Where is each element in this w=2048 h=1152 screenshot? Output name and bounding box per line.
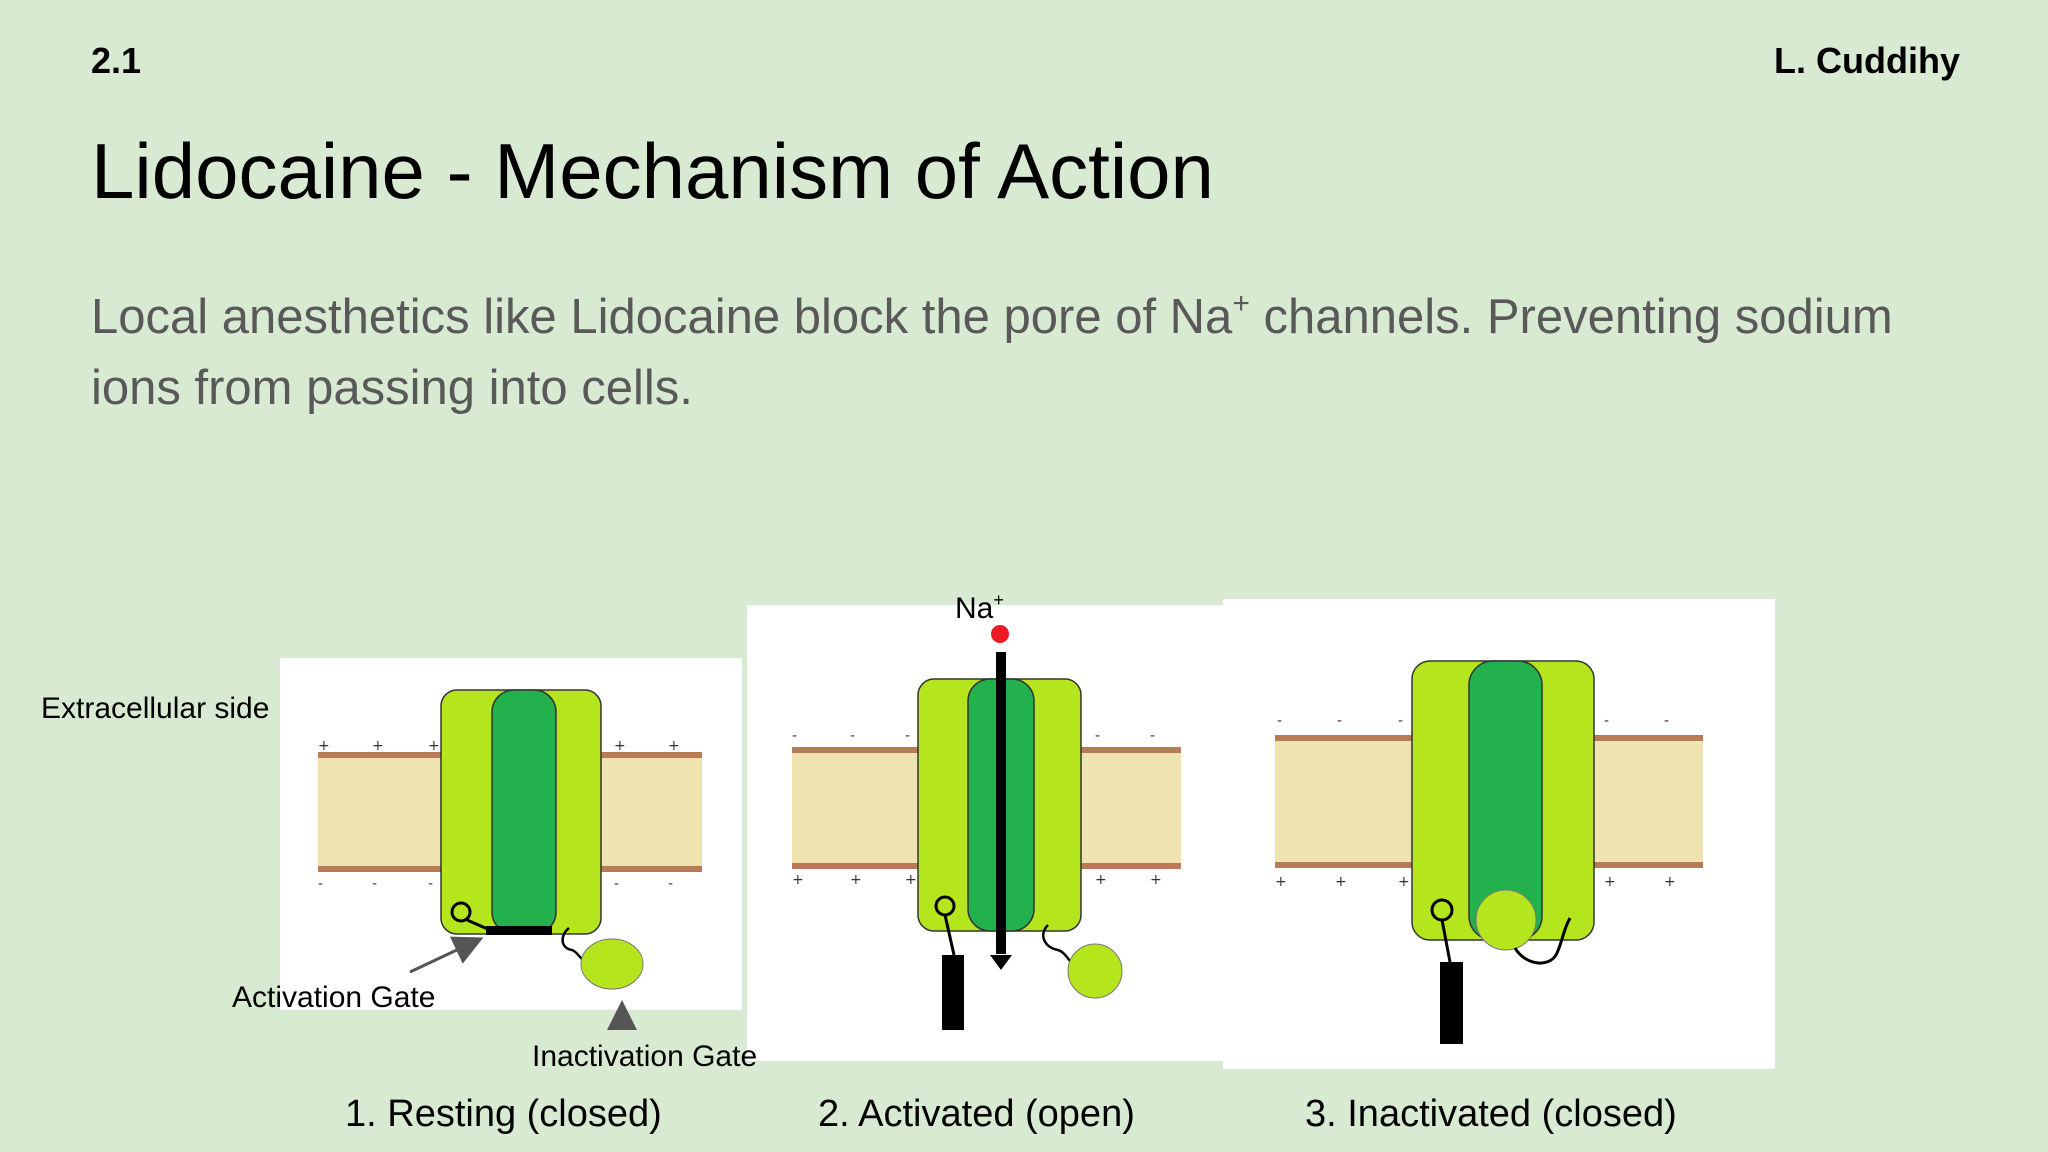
ion-symbol: Na bbox=[955, 592, 994, 625]
svg-text:-: - bbox=[1664, 713, 1669, 729]
extracellular-side-label: Extracellular side bbox=[41, 692, 270, 725]
svg-text:-: - bbox=[372, 876, 377, 892]
svg-text:+: + bbox=[668, 738, 680, 754]
inactivation-gate bbox=[1475, 889, 1572, 965]
body-paragraph: Local anesthetics like Lidocaine block t… bbox=[91, 282, 1951, 424]
svg-text:+: + bbox=[1664, 874, 1676, 890]
panel-activated: - - - - - + + + + + bbox=[747, 605, 1223, 1061]
svg-text:-: - bbox=[1150, 728, 1155, 744]
slide-number: 2.1 bbox=[91, 40, 142, 81]
membrane-charges: - - - - - + + + + + bbox=[1275, 713, 1676, 890]
svg-text:-: - bbox=[668, 876, 673, 892]
activation-gate-arrow bbox=[409, 936, 484, 974]
svg-text:+: + bbox=[614, 738, 626, 754]
svg-text:-: - bbox=[1095, 728, 1100, 744]
body-superscript: + bbox=[1232, 287, 1250, 320]
slide-title: Lidocaine - Mechanism of Action bbox=[91, 127, 1214, 215]
svg-text:+: + bbox=[850, 872, 862, 888]
caption-resting: 1. Resting (closed) bbox=[345, 1093, 662, 1135]
inactivation-gate bbox=[1042, 924, 1123, 999]
sodium-ion bbox=[991, 625, 1009, 643]
svg-text:+: + bbox=[1335, 874, 1347, 890]
panel-resting: + + + + + - - - - - bbox=[280, 658, 742, 1030]
svg-text:+: + bbox=[792, 872, 804, 888]
activation-gate bbox=[1430, 898, 1463, 1044]
svg-text:-: - bbox=[428, 876, 433, 892]
svg-text:-: - bbox=[1277, 713, 1282, 729]
svg-text:+: + bbox=[1604, 874, 1616, 890]
svg-text:+: + bbox=[318, 738, 330, 754]
caption-activated: 2. Activated (open) bbox=[818, 1093, 1135, 1135]
sodium-ion-label: Na+ bbox=[955, 590, 1004, 626]
inactivation-gate-label: Inactivation Gate bbox=[532, 1040, 758, 1073]
svg-text:+: + bbox=[428, 738, 440, 754]
svg-text:+: + bbox=[905, 872, 917, 888]
body-text-before: Local anesthetics like Lidocaine block t… bbox=[91, 290, 1233, 344]
svg-text:+: + bbox=[1275, 874, 1287, 890]
activation-gate-label: Activation Gate bbox=[232, 981, 436, 1014]
channel-pore bbox=[491, 689, 557, 935]
svg-text:-: - bbox=[905, 728, 910, 744]
svg-text:+: + bbox=[1095, 872, 1107, 888]
svg-text:-: - bbox=[850, 728, 855, 744]
activation-gate bbox=[450, 901, 552, 935]
svg-text:+: + bbox=[1150, 872, 1162, 888]
inactivation-gate bbox=[561, 927, 644, 990]
svg-text:+: + bbox=[1398, 874, 1410, 890]
svg-text:+: + bbox=[372, 738, 384, 754]
ion-flow-arrow bbox=[990, 652, 1012, 970]
svg-text:-: - bbox=[1604, 713, 1609, 729]
svg-text:-: - bbox=[318, 876, 323, 892]
author-name: L. Cuddihy bbox=[1774, 40, 1960, 81]
membrane-charges: + + + + + - - - - - bbox=[318, 738, 680, 892]
svg-text:-: - bbox=[614, 876, 619, 892]
body-text-after: channels. Preventing sodium ions from pa… bbox=[91, 290, 1893, 415]
activation-gate bbox=[934, 895, 964, 1030]
membrane-charges: - - - - - + + + + + bbox=[792, 728, 1162, 888]
caption-inactivated: 3. Inactivated (closed) bbox=[1305, 1093, 1677, 1135]
svg-text:-: - bbox=[792, 728, 797, 744]
svg-text:-: - bbox=[1398, 713, 1403, 729]
panel-inactivated: - - - - - + + + + + bbox=[1223, 599, 1775, 1069]
svg-text:-: - bbox=[1337, 713, 1342, 729]
ion-charge: + bbox=[993, 590, 1004, 610]
